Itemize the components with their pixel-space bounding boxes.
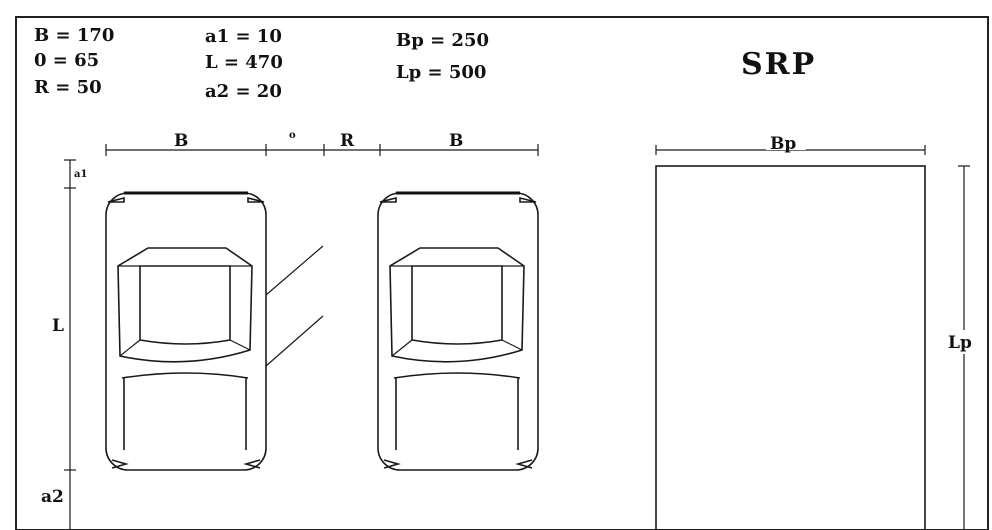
dim-label-lp: Lp: [948, 333, 972, 353]
param-l: L = 470: [205, 52, 283, 73]
dim-label-a2: a2: [41, 487, 64, 507]
param-lp: Lp = 500: [396, 62, 486, 83]
clearance-hatch: [265, 245, 324, 367]
param-bp: Bp = 250: [396, 30, 489, 51]
dim-label-l: L: [52, 316, 64, 336]
length-dimension-line: a1 L a2: [40, 159, 87, 530]
car-left: [105, 191, 267, 471]
parameter-list: B = 170 0 = 65 R = 50 a1 = 10 L = 470 a2…: [34, 25, 489, 102]
diagram-title: SRP: [741, 47, 816, 82]
car-right: [377, 191, 539, 471]
dim-label-a1: a1: [74, 169, 87, 180]
param-a2: a2 = 20: [205, 81, 282, 102]
param-a1: a1 = 10: [205, 26, 282, 47]
dim-label-b-left: B: [174, 131, 188, 151]
width-dimension-line: B o R B: [105, 126, 539, 156]
param-r: R = 50: [34, 77, 102, 98]
dim-label-b-right: B: [449, 131, 463, 151]
param-o: 0 = 65: [34, 50, 99, 71]
dim-label-o: o: [289, 130, 296, 141]
srp-parking-space: Bp Lp: [655, 130, 982, 530]
dim-label-bp: Bp: [770, 134, 796, 154]
param-b: B = 170: [34, 25, 114, 46]
dim-label-r: R: [340, 131, 355, 151]
diagram-frame: [15, 16, 989, 530]
